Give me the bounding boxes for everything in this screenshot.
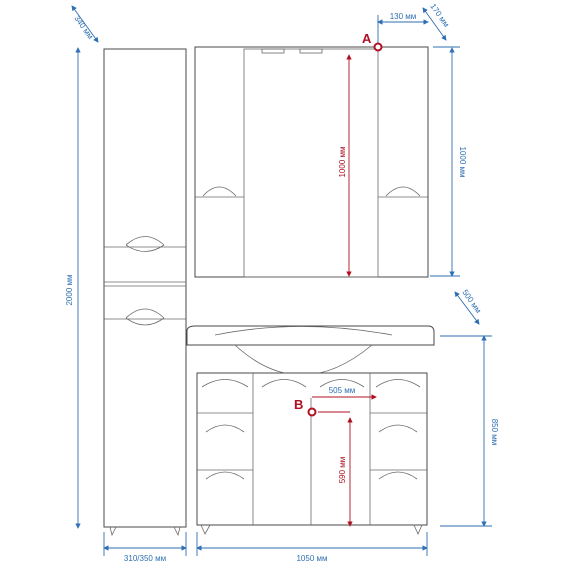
vanity-depth-label: 500 мм xyxy=(460,288,483,315)
vanity-unit xyxy=(186,325,435,535)
column-height-label: 2000 мм xyxy=(65,274,74,305)
pipe-height-label: 590 мм xyxy=(338,457,347,484)
vanity-width-label: 1050 мм xyxy=(296,554,327,563)
vanity-height-label: 850 мм xyxy=(490,419,499,446)
column-depth-label: 340 мм xyxy=(72,14,95,41)
service-dimension-lines xyxy=(312,54,377,527)
mirror-offset-label: 130 мм xyxy=(390,12,417,21)
connection-point-b: B xyxy=(294,397,317,417)
point-b-label: B xyxy=(294,397,303,412)
point-a-label: A xyxy=(362,31,372,46)
connection-point-a: A xyxy=(362,31,383,52)
mirror-cabinet xyxy=(194,46,429,278)
pipe-offset-label: 505 мм xyxy=(329,386,356,395)
mirror-depth-label: 170 мм xyxy=(428,2,451,29)
tall-column-cabinet xyxy=(103,48,187,537)
mirror-inner-height-label: 1000 мм xyxy=(338,146,347,177)
dimension-lines xyxy=(71,5,492,556)
mirror-height-label: 1000 мм xyxy=(458,146,467,177)
column-width-label: 310/350 мм xyxy=(124,554,166,563)
